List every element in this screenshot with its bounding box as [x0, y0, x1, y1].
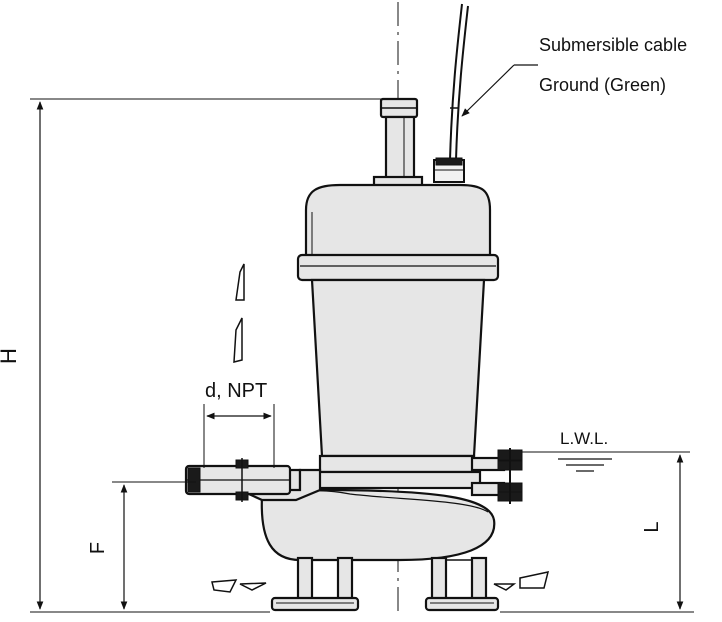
lwl-label: L.W.L.	[560, 429, 608, 448]
dimension-l-label: L	[641, 521, 663, 532]
left-foot	[270, 556, 360, 612]
cable-gland	[433, 157, 465, 183]
casing-band	[312, 454, 482, 490]
submersible-cable-label: Submersible cable	[539, 35, 687, 55]
dimension-l	[500, 454, 694, 613]
discharge-flange	[184, 458, 292, 502]
ground-label: Ground (Green)	[539, 75, 666, 95]
cable-leader	[461, 64, 538, 117]
flow-direction-marker	[233, 263, 245, 363]
dimension-f	[112, 481, 196, 610]
low-water-level-marker	[522, 451, 690, 472]
dimension-h-label: H	[0, 348, 21, 364]
casing-bolt-lug	[470, 448, 523, 504]
dimension-f-label: F	[87, 542, 109, 554]
lifting-handle	[372, 97, 424, 188]
dimension-h	[30, 98, 384, 613]
dimension-discharge	[203, 404, 275, 468]
submersible-cable	[449, 3, 469, 161]
discharge-label: d, NPT	[205, 380, 267, 402]
motor-body	[310, 278, 486, 458]
right-foot	[424, 556, 500, 612]
motor-cover	[304, 183, 492, 260]
inflow-arrow-left	[211, 579, 267, 593]
volute-casing	[260, 468, 496, 562]
motor-band	[296, 253, 500, 282]
inflow-arrow-right	[493, 571, 550, 591]
